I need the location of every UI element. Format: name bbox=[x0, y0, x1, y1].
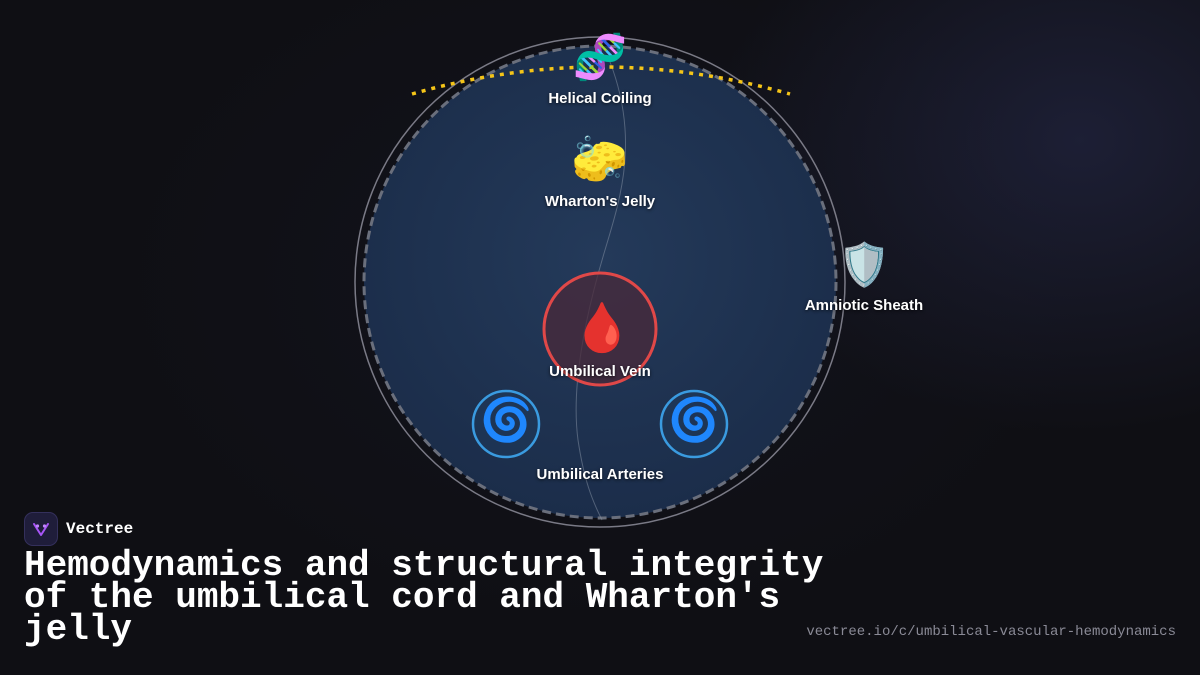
brand-name: Vectree bbox=[66, 520, 134, 538]
cyclone-icon: 🌀 bbox=[480, 395, 533, 444]
umbilical-artery-left-ring bbox=[471, 389, 541, 459]
helical-coiling-label: Helical Coiling bbox=[548, 90, 652, 107]
blood-drop-icon: 🩸 bbox=[572, 300, 632, 356]
umbilical-arteries-label: Umbilical Arteries bbox=[536, 466, 664, 483]
helical-coiling-arc bbox=[411, 65, 791, 96]
brand: Vectree bbox=[24, 512, 133, 546]
page-title: Hemodynamics and structural integrity of… bbox=[24, 545, 824, 650]
vectree-logo-icon bbox=[24, 512, 58, 546]
umbilical-vein-label: Umbilical Vein bbox=[549, 363, 651, 380]
umbilical-vein-ring bbox=[542, 271, 658, 387]
amniotic-sheath-label: Amniotic Sheath bbox=[804, 297, 924, 314]
shield-icon: 🛡️ bbox=[838, 240, 891, 289]
sponge-icon: 🧽 bbox=[571, 132, 629, 186]
umbilical-artery-right-ring bbox=[659, 389, 729, 459]
source-url: vectree.io/c/umbilical-vascular-hemodyna… bbox=[806, 624, 1176, 640]
cyclone-icon: 🌀 bbox=[668, 395, 721, 444]
dna-icon: 🧬 bbox=[572, 32, 628, 83]
amniotic-sheath-ring bbox=[354, 36, 846, 528]
whartons-jelly-label: Wharton's Jelly bbox=[544, 193, 656, 210]
